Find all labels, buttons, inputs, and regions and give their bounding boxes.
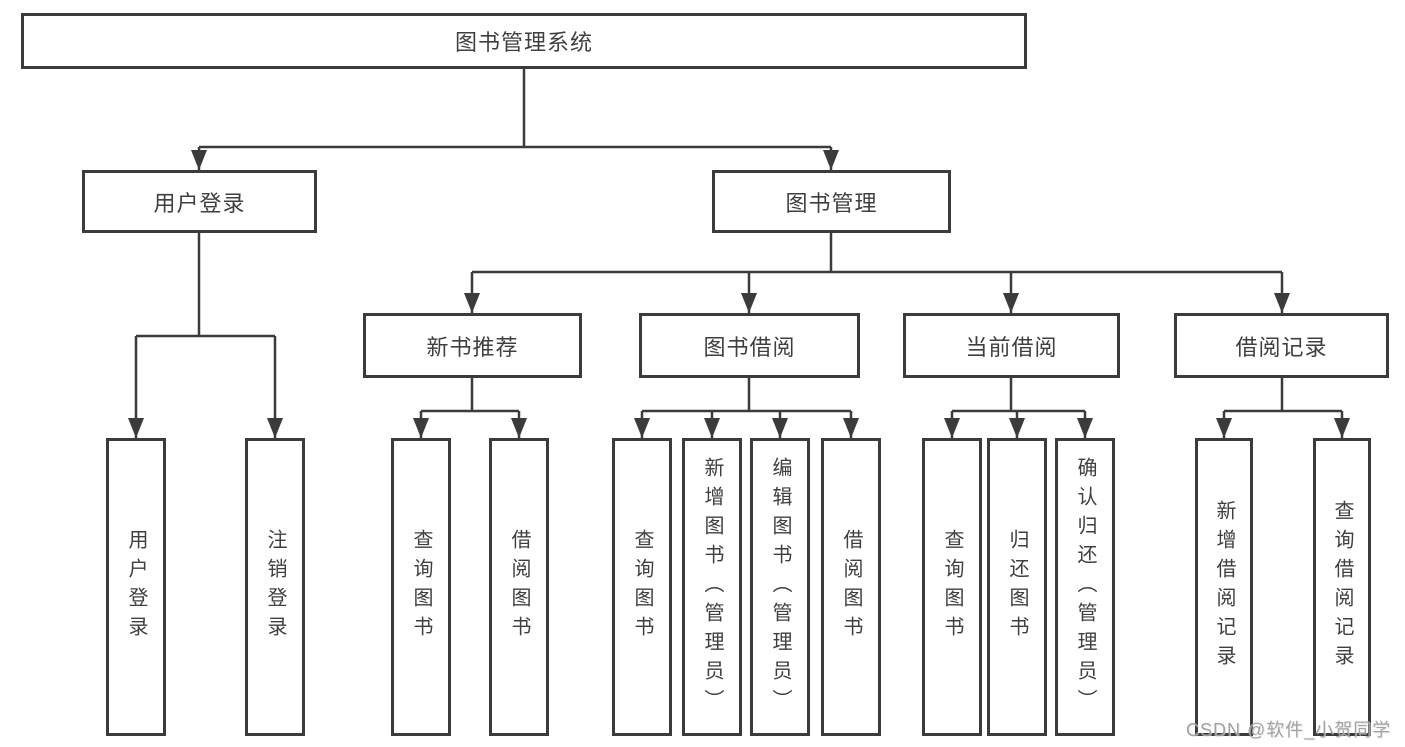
tree-branch-lines [134,69,1344,438]
node-label: 确认归还（管理员） [1074,456,1096,718]
node-label: 新书推荐 [426,334,519,360]
node-current-borrowing: 当前借阅 [903,313,1120,378]
leaf-borrow-books: 借阅图书 [821,438,881,736]
node-label: 借阅图书 [508,529,530,645]
node-label: 查询图书 [631,529,653,645]
node-label: 当前借阅 [965,334,1058,360]
leaf-logout: 注销登录 [245,438,305,736]
leaf-return-books: 归还图书 [987,438,1047,736]
node-label: 图书借阅 [703,334,796,360]
node-label: 查询借阅记录 [1331,500,1353,674]
node-label: 新增借阅记录 [1213,500,1235,674]
node-label: 借阅图书 [840,529,862,645]
leaf-query-books: 查询图书 [922,438,982,736]
node-user-login: 用户登录 [82,170,317,233]
node-borrowing-records: 借阅记录 [1174,313,1389,378]
node-label: 用户登录 [125,529,147,645]
leaf-edit-books-admin: 编辑图书（管理员） [750,438,810,736]
node-label: 查询图书 [410,529,432,645]
node-label: 借阅记录 [1235,334,1328,360]
leaf-query-books: 查询图书 [391,438,451,736]
node-label: 新增图书（管理员） [701,456,723,718]
node-new-book-recommendation: 新书推荐 [363,313,582,378]
node-label: 归还图书 [1006,529,1028,645]
node-book-borrowing: 图书借阅 [639,313,860,378]
leaf-add-borrowing-record: 新增借阅记录 [1195,438,1253,736]
node-label: 图书管理 [785,190,878,216]
leaf-confirm-return-admin: 确认归还（管理员） [1055,438,1115,736]
leaf-add-books-admin: 新增图书（管理员） [682,438,742,736]
node-label: 注销登录 [264,529,286,645]
leaf-borrow-books: 借阅图书 [489,438,549,736]
leaf-query-books: 查询图书 [612,438,672,736]
node-label: 查询图书 [941,529,963,645]
node-book-management: 图书管理 [712,170,951,233]
leaf-query-borrowing-record: 查询借阅记录 [1313,438,1371,736]
node-label: 图书管理系统 [454,30,593,55]
leaf-user-login: 用户登录 [106,438,166,736]
csdn-watermark: CSDN @软件_小贺同学 [1186,720,1392,740]
node-label: 用户登录 [153,190,246,216]
node-label: 编辑图书（管理员） [769,456,791,718]
node-library-management-system: 图书管理系统 [21,13,1027,69]
